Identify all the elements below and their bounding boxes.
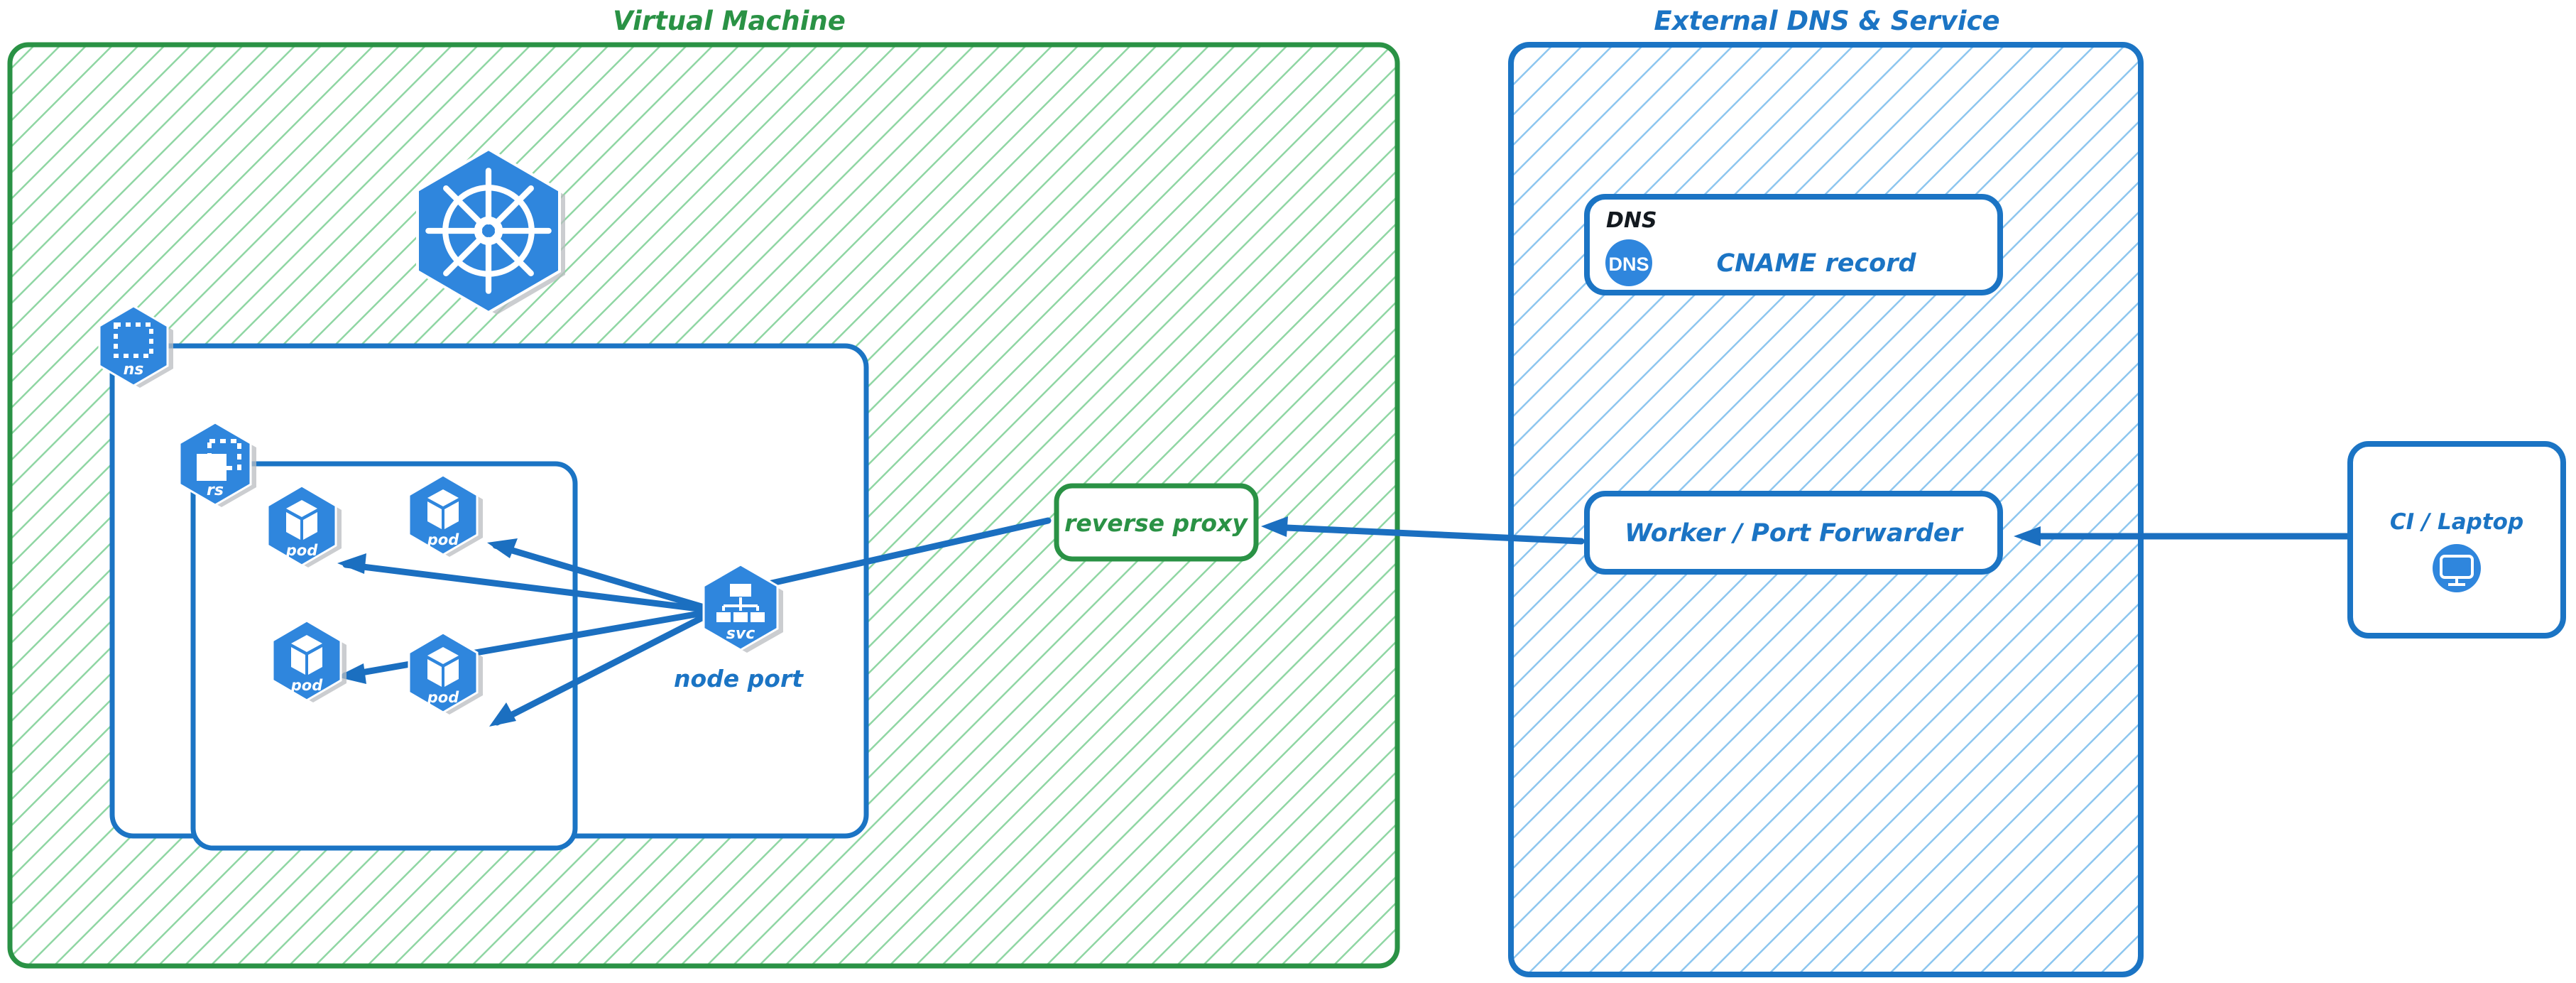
kubernetes-service-icon: svc: [702, 563, 783, 653]
kubernetes-pod-icon-3: pod: [271, 619, 346, 702]
pod-label: pod: [427, 689, 459, 706]
kubernetes-replicaset-icon: rs: [178, 421, 256, 507]
node-port-caption: node port: [674, 665, 804, 693]
kubernetes-pod-icon-1: pod: [266, 484, 342, 567]
kubernetes-pod-icon-2: pod: [408, 474, 483, 557]
pod-label: pod: [290, 677, 323, 694]
pod-label: pod: [427, 531, 459, 548]
worker-node[interactable]: Worker / Port Forwarder: [1584, 491, 2003, 575]
dns-badge-label: DNS: [1608, 254, 1649, 275]
external-title: External DNS & Service: [1654, 6, 1999, 36]
kubernetes-pod-icon-4: pod: [408, 631, 483, 715]
ci-laptop-to-worker-arrow: [2014, 526, 2354, 546]
worker-to-reverse-proxy-arrow: [1261, 516, 1585, 545]
dns-group-label: DNS: [1606, 208, 1657, 233]
dns-circle-icon: DNS: [1605, 239, 1652, 286]
vm-title: Virtual Machine: [613, 6, 846, 36]
worker-label: Worker / Port Forwarder: [1625, 519, 1965, 548]
svc-badge-label: svc: [726, 625, 755, 643]
reverse-proxy-label: reverse proxy: [1064, 509, 1248, 537]
pod-label: pod: [285, 542, 318, 559]
ci-laptop-label: CI / Laptop: [2390, 509, 2523, 535]
service-to-pod-arrows: [337, 538, 719, 727]
desktop-monitor-icon: [2433, 544, 2481, 592]
replicaset-box: [190, 461, 578, 851]
reverse-proxy-node[interactable]: reverse proxy: [1054, 483, 1259, 562]
cname-record-label: CNAME record: [1716, 249, 1916, 278]
rs-badge-label: rs: [207, 482, 224, 499]
ci-laptop-node[interactable]: CI / Laptop: [2347, 441, 2566, 639]
ns-badge-label: ns: [124, 361, 144, 379]
kubernetes-namespace-icon: ns: [98, 305, 173, 388]
dns-group-node[interactable]: DNS DNS CNAME record: [1584, 194, 2003, 295]
kubernetes-logo-icon: [416, 147, 565, 315]
